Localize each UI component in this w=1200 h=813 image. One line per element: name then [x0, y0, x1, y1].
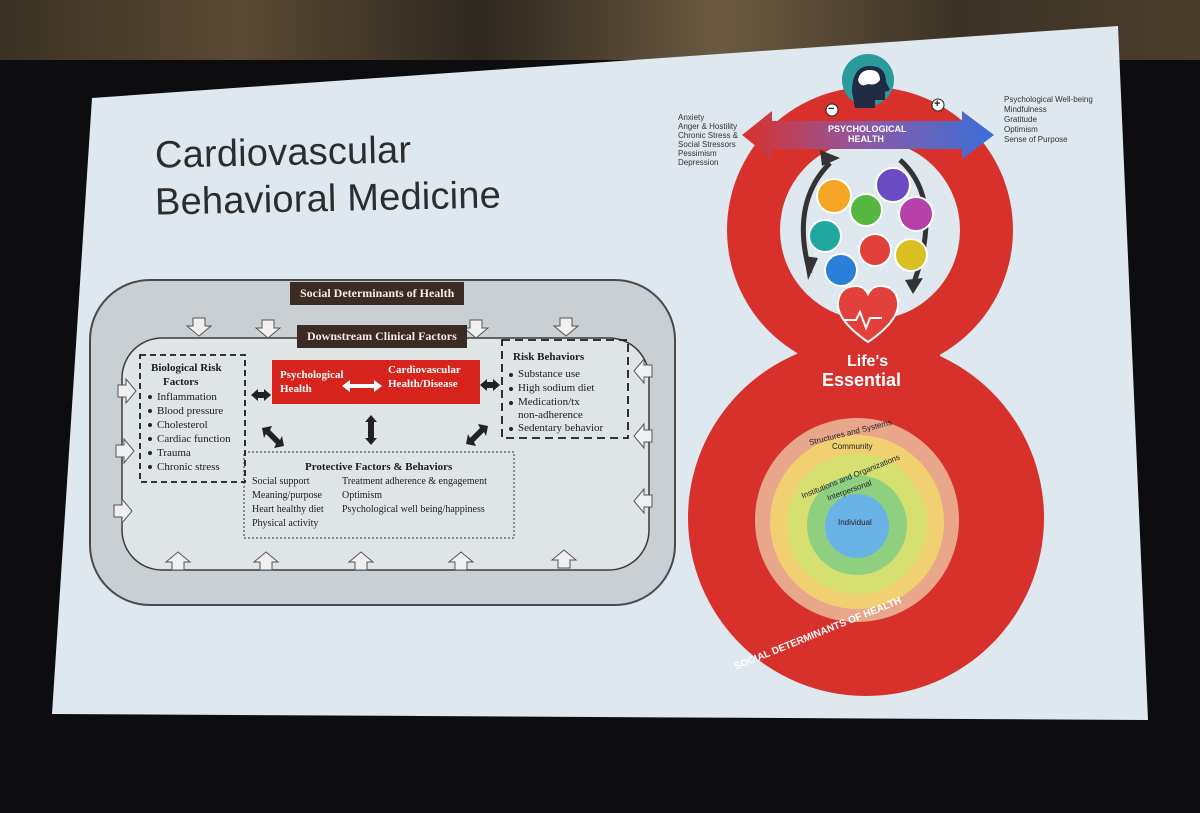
plus-badge: [931, 98, 945, 112]
ring-label-individual: Individual: [838, 518, 872, 527]
positive-item: Sense of Purpose: [1004, 135, 1068, 144]
positive-item: Gratitude: [1004, 115, 1037, 124]
psychological-health-arrow: [742, 111, 994, 159]
ring-label-community: Community: [832, 442, 873, 451]
slide-title-line2: Behavioral Medicine: [154, 174, 502, 224]
negative-item: Anger & Hostility: [678, 122, 738, 131]
negative-item: Depression: [678, 158, 719, 167]
bio-item: Blood pressure: [157, 405, 224, 417]
minus-badge: [825, 103, 839, 117]
risk-item: Substance use: [518, 368, 581, 380]
heartbeat-line: [844, 309, 882, 331]
gear-icon: [894, 238, 928, 272]
gear-icon: [849, 193, 883, 227]
bidirectional-arrow: [342, 380, 382, 392]
risk-item: non-adherence: [518, 409, 583, 421]
protective-right-item: Psychological well being/happiness: [342, 504, 485, 515]
loop-joint: [800, 340, 940, 390]
bio-item: Inflammation: [157, 391, 217, 403]
protective-right-item: Treatment adherence & engagement: [342, 476, 487, 487]
risk-item: Medication/tx: [518, 396, 580, 408]
risk-behaviors-box: [501, 339, 629, 439]
psych-box-line2: Health: [280, 383, 312, 395]
biological-factors-box: [139, 354, 246, 483]
bio-title-2: Factors: [163, 376, 199, 388]
gear-icon: [816, 178, 852, 214]
sdoh-label: Social Determinants of Health: [290, 282, 465, 305]
lifes-label: Life's: [847, 353, 889, 370]
biology-bullets: [148, 395, 152, 469]
gear-icon: [875, 167, 911, 203]
heart-icon: [836, 284, 900, 344]
gears-cluster: [808, 167, 934, 287]
slide-title-line1: Cardiovascular: [154, 129, 412, 177]
essential-label: Essential: [822, 370, 902, 390]
gear-icon: [898, 196, 934, 232]
downstream-label: Downstream Clinical Factors: [297, 325, 467, 348]
bio-item: Trauma: [157, 447, 191, 459]
minus-sign: −: [828, 103, 835, 115]
protective-left-item: Social support: [252, 476, 310, 487]
bio-item: Cholesterol: [157, 419, 208, 431]
psych-health-line1: PSYCHOLOGICAL: [828, 124, 907, 134]
behavioral-model-diagram: [89, 279, 676, 606]
cv-box-line1: Cardiovascular: [388, 364, 461, 376]
ring-individual: [825, 494, 889, 558]
lifes-essential-8-infographic: [688, 54, 1044, 696]
plus-sign: +: [934, 98, 941, 110]
risk-title: Risk Behaviors: [513, 351, 585, 363]
risk-item: High sodium diet: [518, 382, 595, 394]
protective-title: Protective Factors & Behaviors: [305, 461, 453, 473]
protective-right-item: Optimism: [342, 490, 383, 501]
negative-item: Chronic Stress &: [678, 131, 739, 140]
protective-left-item: Physical activity: [252, 518, 319, 529]
brain-head-icon: [842, 54, 894, 108]
gear-icon: [824, 253, 858, 287]
negative-item: Anxiety: [678, 113, 705, 122]
bio-item: Cardiac function: [157, 433, 231, 445]
positive-item: Psychological Well-being: [1004, 95, 1093, 104]
risk-item: Sedentary behavior: [518, 422, 604, 434]
protective-left-item: Heart healthy diet: [252, 504, 324, 515]
protective-left-item: Meaning/purpose: [252, 490, 322, 501]
gear-icon: [808, 219, 842, 253]
protective-factors-box: [243, 451, 515, 539]
positive-item: Mindfulness: [1004, 105, 1047, 114]
bio-title-1: Biological Risk: [151, 362, 222, 374]
connector-arrows: [251, 379, 500, 448]
risk-bullets: [509, 373, 513, 431]
negative-item: Pessimism: [678, 149, 717, 158]
gear-icon: [858, 233, 892, 267]
psych-health-line2: HEALTH: [848, 134, 884, 144]
cv-box-line2: Health/Disease: [388, 378, 458, 390]
negative-item: Social Stressors: [678, 140, 736, 149]
positive-item: Optimism: [1004, 125, 1038, 134]
inward-arrows: [113, 317, 653, 571]
bio-item: Chronic stress: [157, 461, 220, 473]
psych-box-line1: Psychological: [280, 369, 344, 381]
